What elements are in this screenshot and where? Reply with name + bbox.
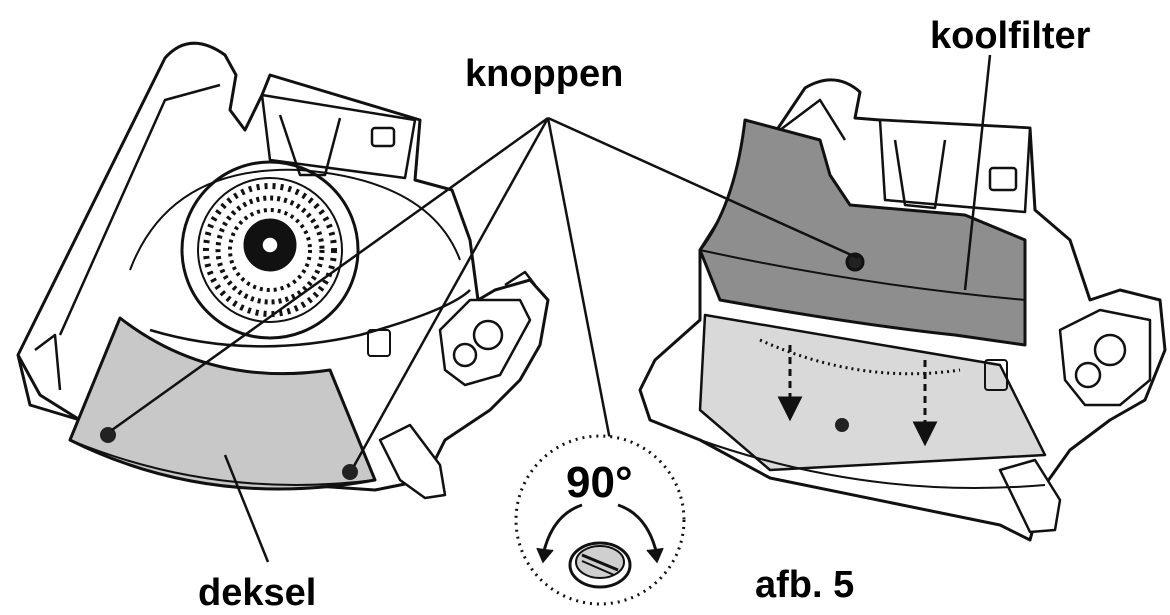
label-knoppen: knoppen [465, 53, 623, 95]
arrow-down-icon [912, 360, 938, 447]
figure-caption: afb. 5 [755, 564, 854, 606]
knob-icon [568, 541, 632, 589]
label-rotation-degrees: 90° [566, 458, 633, 507]
rotation-detail [514, 434, 686, 606]
label-koolfilter: koolfilter [930, 15, 1091, 57]
knob-icon [342, 464, 358, 480]
label-deksel: deksel [198, 572, 316, 614]
fan-icon [180, 160, 360, 340]
rotate-arrow-icon [536, 503, 664, 564]
knob-icon [835, 418, 849, 432]
arrow-down-icon [777, 345, 803, 422]
knob-icon [100, 427, 116, 443]
leader-lines [111, 54, 992, 563]
